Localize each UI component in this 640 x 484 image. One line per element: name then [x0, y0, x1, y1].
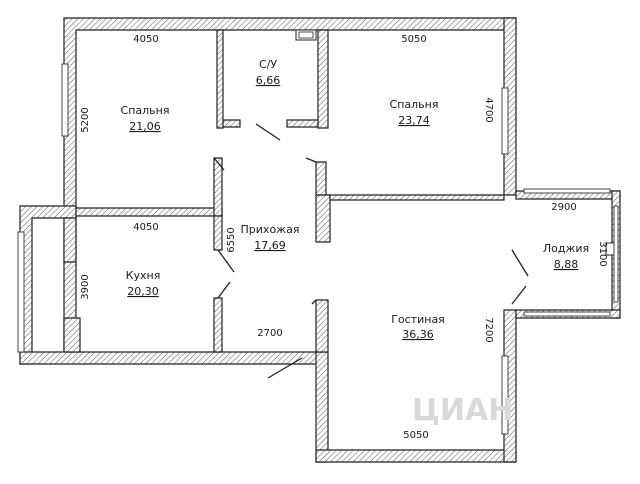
dim-bedroom1-width: 4050	[133, 34, 158, 45]
room-name-hall: Прихожая	[241, 223, 300, 236]
room-area-bedroom1: 21,06	[129, 120, 161, 133]
room-area-kitchen: 20,30	[127, 285, 159, 298]
window-loggia-right	[613, 205, 619, 303]
window-bedroom1	[61, 63, 69, 137]
dim-bedroom1-height: 5200	[80, 107, 91, 132]
dim-loggia-width: 2900	[551, 202, 576, 213]
window-living	[501, 355, 509, 435]
room-area-bedroom2: 23,74	[398, 114, 430, 127]
dimension-labels: 4050 5200 5050 4700 4050 3900 6550 2700 …	[80, 34, 608, 441]
watermark: ЦИАН	[412, 393, 513, 428]
window-loggia-bottom	[523, 311, 611, 317]
dim-bedroom2-height: 4700	[483, 97, 494, 122]
window-loggia-top	[523, 188, 611, 194]
door-wc	[255, 123, 281, 141]
room-area-living: 36,36	[402, 328, 434, 341]
room-name-kitchen: Кухня	[126, 269, 161, 282]
window-bedroom2	[501, 87, 509, 155]
room-area-wc: 6,66	[256, 74, 281, 87]
windows	[17, 63, 619, 435]
window-kitchen	[17, 231, 25, 353]
room-name-living: Гостиная	[391, 313, 445, 326]
dim-kitchen-width: 4050	[133, 222, 158, 233]
door-living	[311, 299, 317, 305]
door-bedroom2	[305, 157, 317, 163]
doors	[213, 123, 529, 379]
room-name-bedroom1: Спальня	[121, 104, 170, 117]
dim-hall-width: 2700	[257, 328, 282, 339]
inner-walls	[63, 29, 619, 353]
door-bedroom1	[213, 157, 225, 171]
dim-living-width: 5050	[403, 430, 428, 441]
door-loggia	[511, 249, 529, 277]
dim-bedroom2-width: 5050	[401, 34, 426, 45]
door-entry	[267, 357, 303, 379]
door-kitchen	[217, 249, 235, 273]
door-kitchen-2	[217, 281, 231, 299]
room-name-bedroom2: Спальня	[390, 98, 439, 111]
dim-living-height: 7200	[483, 317, 494, 342]
room-name-loggia: Лоджия	[543, 242, 589, 255]
dim-loggia-height: 3100	[597, 241, 608, 266]
door-loggia-2	[511, 285, 527, 305]
room-area-hall: 17,69	[254, 239, 286, 252]
room-labels: Спальня 21,06 С/У 6,66 Спальня 23,74 Кух…	[121, 58, 590, 341]
dim-kitchen-height: 3900	[80, 274, 91, 299]
dim-hall-height: 6550	[226, 227, 237, 252]
room-name-wc: С/У	[259, 58, 277, 71]
room-area-loggia: 8,88	[554, 258, 579, 271]
